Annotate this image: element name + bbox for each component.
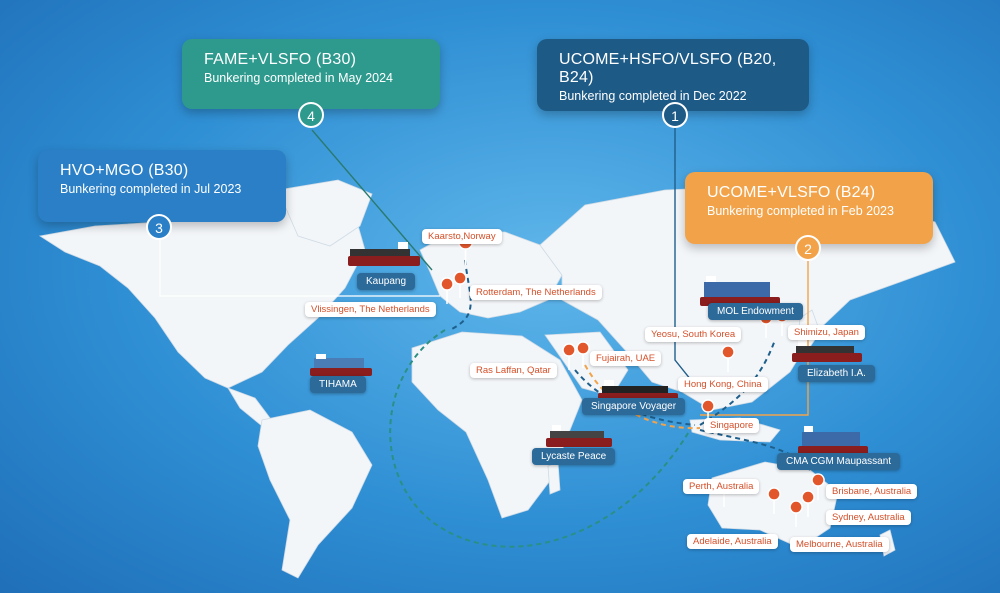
label-kaarsto: Kaarsto,Norway [422,229,502,244]
label-yeosu: Yeosu, South Korea [645,327,742,342]
callout-2-box: UCOME+VLSFO (B24) Bunkering completed in… [685,172,933,244]
route-singapore-australia [699,429,811,471]
south-america-landmass [257,409,373,579]
ship-label-lycaste-peace: Lycaste Peace [532,448,616,465]
callout-2-connector [700,260,809,416]
pin-adelaide-icon [767,487,781,515]
callout-3-box: HVO+MGO (B30) Bunkering completed in Jul… [38,150,286,222]
ship-label-tihama: TIHAMA [310,376,366,393]
label-melbourne: Melbourne, Australia [790,537,889,552]
pin-rotterdam-icon [453,271,467,299]
label-sydney: Sydney, Australia [826,510,911,525]
label-fujairah: Fujairah, UAE [590,351,662,366]
label-ras-laffan: Ras Laffan, Qatar [470,363,557,378]
callout-1-box: UCOME+HSFO/VLSFO (B20, B24) Bunkering co… [537,39,809,111]
route-europe-singapore [449,259,472,331]
callout-4-title: FAME+VLSFO (B30) [204,51,357,68]
africa-landmass [411,331,583,519]
pin-vlissingen-icon [440,277,454,305]
label-singapore: Singapore [704,418,760,433]
label-adelaide: Adelaide, Australia [687,534,778,549]
route-gulf-singapore-blue [574,369,696,426]
ship-cma-cgm-icon [798,426,868,455]
pin-singapore-icon [701,399,715,427]
label-vlissingen: Vlissingen, The Netherlands [305,302,436,317]
pin-fujairah-icon [576,341,590,369]
callout-4-number: 4 [298,102,324,128]
callout-3-connector [159,236,440,297]
route-circle-teal [389,329,691,548]
ship-lycaste-peace-icon [546,425,612,447]
callout-1-title: UCOME+HSFO/VLSFO (B20, B24) [559,51,777,86]
madagascar-landmass [547,461,561,495]
callout-3-title: HVO+MGO (B30) [60,162,189,179]
pin-hong-kong-icon [721,345,735,373]
label-brisbane: Brisbane, Australia [826,484,918,499]
greenland-landmass [277,179,373,247]
route-singapore-korea [699,339,776,426]
callout-1-number: 1 [662,102,688,128]
pin-sydney-icon [801,490,815,518]
ship-kaupang-icon [348,242,420,266]
callout-4-subtitle: Bunkering completed in May 2024 [204,71,394,85]
callout-3-number: 3 [146,214,172,240]
ship-label-mol-endowment: MOL Endowment [708,303,803,320]
callout-1-connector [674,128,696,386]
ship-tihama-icon [310,354,372,376]
callout-2-number: 2 [795,235,821,261]
ship-label-singapore-voyager: Singapore Voyager [582,398,686,415]
callout-4-box: FAME+VLSFO (B30) Bunkering completed in … [182,39,440,109]
callout-1-subtitle: Bunkering completed in Dec 2022 [559,89,747,103]
callout-4-connector [311,129,433,271]
callout-2-subtitle: Bunkering completed in Feb 2023 [707,204,894,218]
pin-brisbane-icon [811,473,825,501]
ship-label-cma-cgm: CMA CGM Maupassant [777,453,901,470]
pin-ras-laffan-icon [562,343,576,371]
pin-melbourne-icon [789,500,803,528]
ship-elizabeth-icon [792,340,862,362]
label-shimizu: Shimizu, Japan [788,325,865,340]
ship-label-elizabeth: Elizabeth I.A. [798,365,875,382]
callout-2-title: UCOME+VLSFO (B24) [707,184,876,201]
label-perth: Perth, Australia [683,479,760,494]
callout-3-subtitle: Bunkering completed in Jul 2023 [60,182,242,196]
label-hong-kong: Hong Kong, China [678,377,768,392]
ship-label-kaupang: Kaupang [357,273,416,290]
label-rotterdam: Rotterdam, The Netherlands [470,285,602,300]
